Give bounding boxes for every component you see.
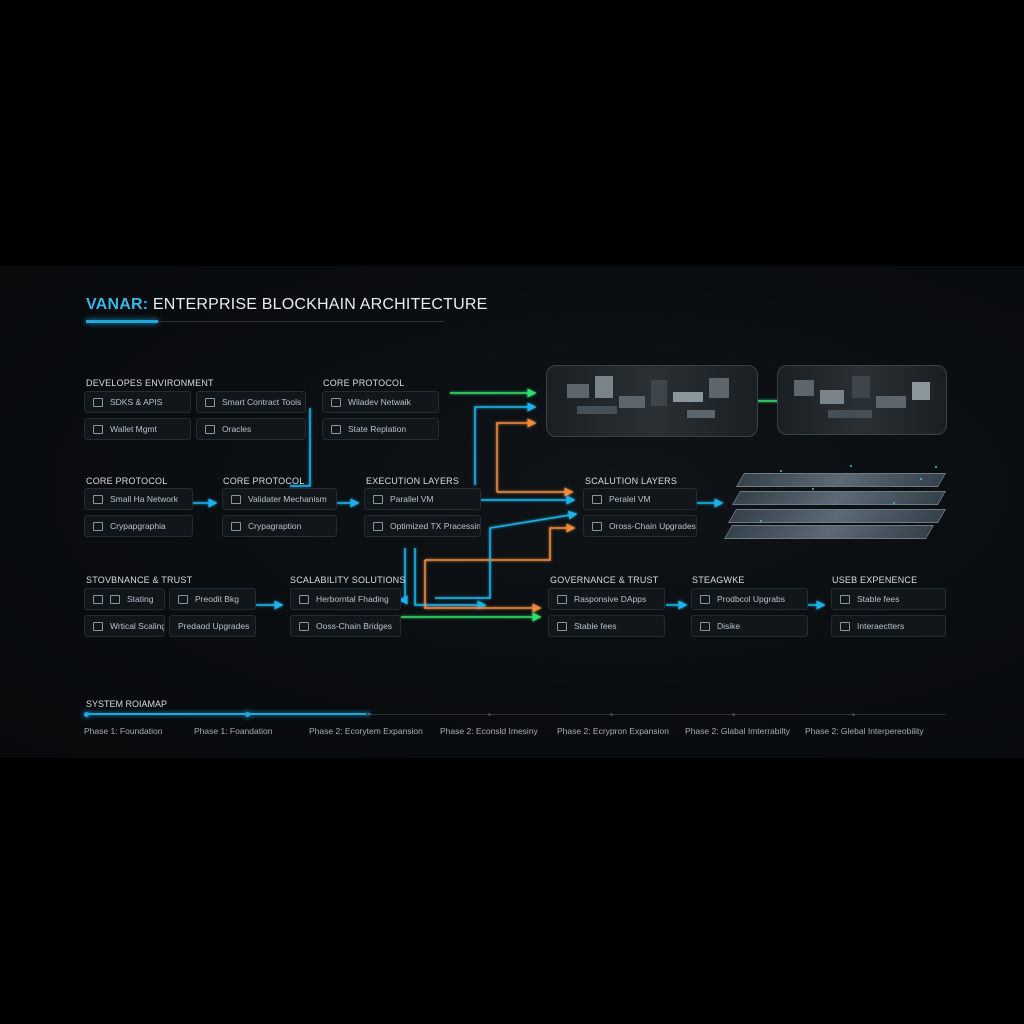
box-disks[interactable]: Disike — [691, 615, 808, 637]
box-parallel-vm[interactable]: Parallel VM — [364, 488, 481, 510]
phase-label: Phase 2: Ecorytem Expansion — [309, 726, 423, 736]
layer-plate-4 — [723, 525, 935, 539]
page-title: VANAR: ENTERPRISE BLOCKHAIN ARCHITECTURE — [86, 296, 488, 314]
section-core-protocol-mid: CORE PROTOCOL — [223, 476, 305, 486]
box-predict[interactable]: Preodit Bkg — [169, 588, 256, 610]
phase-label: Phase 2: Glebal Interpereobility — [805, 726, 924, 736]
box-interactions[interactable]: Interaectters — [831, 615, 946, 637]
box-parallel-vm-right[interactable]: Peralel VM — [583, 488, 697, 510]
phase-label: Phase 1: Foandation — [194, 726, 273, 736]
roadmap-milestone[interactable] — [366, 713, 369, 716]
network-icon — [331, 397, 341, 407]
section-user-experience: USEB EXPENENCE — [832, 575, 918, 585]
layer-plate-1 — [735, 473, 947, 487]
box-cryptography-mid[interactable]: Crypagraption — [222, 515, 337, 537]
tool-icon — [205, 397, 215, 407]
roadmap-milestone[interactable] — [245, 712, 250, 717]
chip-icon — [592, 494, 602, 504]
particle — [893, 502, 895, 504]
title-brand: VANAR: — [86, 296, 149, 313]
section-scalution-layers: SCALUTION LAYERS — [585, 476, 678, 486]
pen-icon — [93, 594, 103, 604]
box-staking[interactable]: Stating — [84, 588, 165, 610]
roadmap-milestone[interactable] — [84, 712, 89, 717]
section-governance-right: GOVERNANCE & TRUST — [550, 575, 659, 585]
lock-icon — [93, 521, 103, 531]
gear-icon — [557, 594, 567, 604]
section-steagwke: STEAGWKE — [692, 575, 745, 585]
shield-icon — [231, 494, 241, 504]
section-execution-layers: EXECUTION LAYERS — [366, 476, 460, 486]
box-horizontal-sharding[interactable]: Herborntal Fhading — [290, 588, 401, 610]
section-developer-environment: DEVELOPES ENVIRONMENT — [86, 378, 214, 388]
stack-icon — [110, 594, 120, 604]
section-core-protocol-left: CORE PROTOCOL — [86, 476, 168, 486]
coin-icon — [557, 621, 567, 631]
particle — [812, 488, 814, 490]
chart-icon — [178, 594, 188, 604]
title-rest: ENTERPRISE BLOCKHAIN ARCHITECTURE — [148, 296, 488, 313]
section-core-protocol-top: CORE PROTOCOL — [323, 378, 405, 388]
coin-icon — [840, 594, 850, 604]
box-stable-fees-right[interactable]: Stable fees — [831, 588, 946, 610]
grid-icon — [299, 594, 309, 604]
box-cross-chain-bridges[interactable]: Ooss-Chain Bridges — [290, 615, 401, 637]
particle — [920, 478, 922, 480]
bridge-icon — [299, 621, 309, 631]
roadmap-title: SYSTEM ROIAMAP — [86, 699, 168, 709]
box-validator-network[interactable]: Wiladev Netwaik — [322, 391, 439, 413]
box-wallet-mgmt[interactable]: Wallet Mgmt — [84, 418, 191, 440]
roadmap-milestone[interactable] — [732, 713, 735, 716]
chip-icon — [373, 494, 383, 504]
box-responsive-dapps[interactable]: Rasponsive DApps — [548, 588, 665, 610]
scale-icon — [93, 621, 103, 631]
replica-icon — [331, 424, 341, 434]
roadmap-track — [86, 714, 946, 715]
phase-label: Phase 2: Glabal Imterrabilty — [685, 726, 790, 736]
cube-icon — [93, 397, 103, 407]
box-smart-contract-tools[interactable]: Smart Contract Tools — [196, 391, 306, 413]
particle — [780, 470, 782, 472]
particle — [935, 466, 937, 468]
disk-icon — [700, 621, 710, 631]
box-sdks-apis[interactable]: SDKS & APIS — [84, 391, 191, 413]
section-governance-left: STOVBNANCE & TRUST — [86, 575, 193, 585]
upgrade-icon — [700, 594, 710, 604]
section-scalability: SCALABILITY SOLUTIONS — [290, 575, 406, 585]
title-accent — [86, 320, 158, 323]
home-icon — [205, 424, 215, 434]
roadmap-progress — [86, 713, 370, 715]
roadmap-milestone[interactable] — [852, 713, 855, 716]
particle — [850, 465, 852, 467]
wallet-icon — [93, 424, 103, 434]
box-validator-mechanism[interactable]: Validater Mechanism — [222, 488, 337, 510]
phase-label: Phase 2: Ecrypron Expansion — [557, 726, 669, 736]
link-icon — [592, 521, 602, 531]
key-icon — [231, 521, 241, 531]
data-block-visual-left — [546, 365, 758, 437]
title-underline — [86, 321, 444, 322]
box-stable-fees-mid[interactable]: Stable fees — [548, 615, 665, 637]
box-cross-chain-upgrades[interactable]: Oross-Chain Upgrades — [583, 515, 697, 537]
server-icon — [93, 494, 103, 504]
box-state-replication[interactable]: State Replation — [322, 418, 439, 440]
roadmap-milestone[interactable] — [488, 713, 491, 716]
data-block-visual-right — [777, 365, 947, 435]
box-cryptography-left[interactable]: Crypapgraphia — [84, 515, 193, 537]
layer-plate-2 — [731, 491, 947, 505]
particle — [760, 520, 762, 522]
box-vertical-scaling[interactable]: Wrtical Scaling — [84, 615, 165, 637]
phase-label: Phase 1: Foundation — [84, 726, 163, 736]
box-protocol-upgrades-right[interactable]: Prodbcol Upgrabs — [691, 588, 808, 610]
box-oracles[interactable]: Oracles — [196, 418, 306, 440]
cursor-icon — [840, 621, 850, 631]
phase-label: Phase 2: Econsld Imesiny — [440, 726, 538, 736]
box-small-node-network[interactable]: Small Ha Network — [84, 488, 193, 510]
box-protocol-upgrades-left[interactable]: Predaod Upgrades — [169, 615, 256, 637]
roadmap-milestone[interactable] — [610, 713, 613, 716]
box-optimized-tx[interactable]: Optimized TX Pracessing — [364, 515, 481, 537]
bolt-icon — [373, 521, 383, 531]
